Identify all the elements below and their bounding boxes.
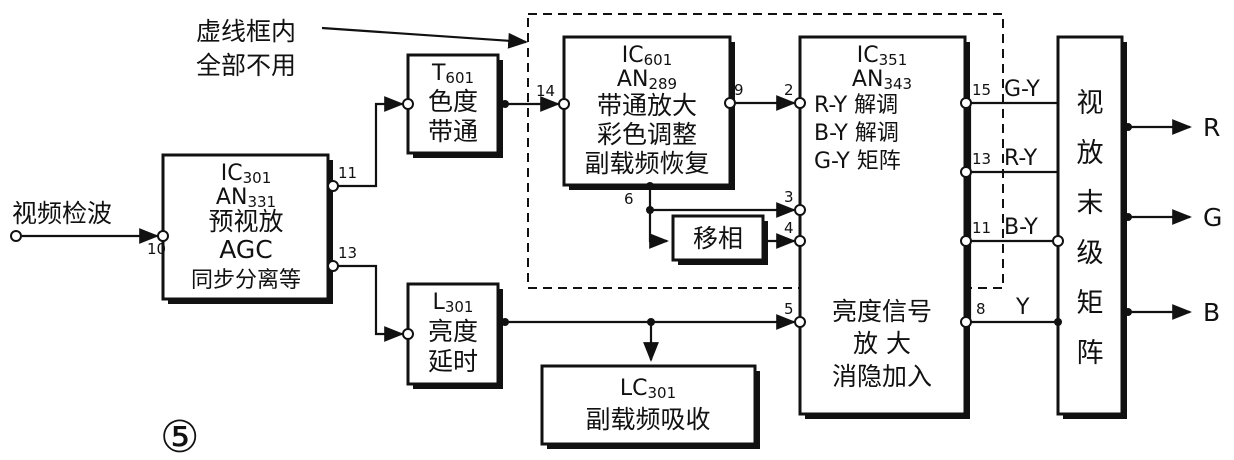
pin-ic601-6: 6 — [624, 190, 634, 208]
ic351-luma-1: 亮度信号 — [832, 297, 932, 326]
pin-ic351-3: 3 — [784, 188, 794, 206]
ic301-part: AN — [216, 185, 248, 210]
ic301-label: IC — [221, 161, 243, 186]
pin-ic351-4: 4 — [784, 219, 794, 237]
ic351-luma-3: 消隐加入 — [832, 362, 932, 391]
lc301-func: 副载频吸收 — [585, 405, 710, 434]
matrix-char-3: 末 — [1077, 188, 1104, 219]
svg-text:T601: T601 — [431, 61, 474, 87]
ic351-by-demod: B-Y 解调 — [814, 121, 899, 146]
svg-text:IC301: IC301 — [221, 161, 272, 187]
svg-text:AN289: AN289 — [617, 67, 677, 93]
ic301-func-3: 同步分离等 — [191, 268, 301, 293]
pin-markers — [10, 97, 1132, 340]
t601-block: T601 色度 带通 — [406, 53, 503, 158]
ic351-gy-matrix: G-Y 矩阵 — [814, 149, 901, 174]
svg-text:LC301: LC301 — [620, 376, 676, 402]
unused-note: 虚线框内 全部不用 — [196, 17, 528, 80]
video-output-matrix-block: 视 放 末 级 矩 阵 — [1056, 35, 1127, 419]
ic301-part-sub: 331 — [247, 193, 276, 211]
matrix-char-4: 级 — [1077, 238, 1104, 269]
matrix-char-5: 矩 — [1077, 288, 1104, 319]
l301-block: L301 亮度 延时 — [406, 282, 503, 389]
signal-y: Y — [1015, 295, 1030, 320]
ic301-label-sub: 301 — [243, 169, 272, 187]
signal-ry: R-Y — [1004, 146, 1038, 171]
pin-ic351-8: 8 — [976, 300, 986, 318]
ic351-luma-2: 放 大 — [853, 329, 911, 358]
ic601-part: AN — [617, 67, 649, 92]
pin-ic351-2: 2 — [784, 81, 794, 99]
ic601-func-2: 彩色调整 — [597, 120, 697, 149]
svg-text:IC601: IC601 — [622, 43, 673, 69]
svg-text:L301: L301 — [433, 290, 474, 316]
phase-shift-block: 移相 — [671, 214, 768, 265]
ic601-label: IC — [622, 43, 644, 68]
phase-shift-label: 移相 — [693, 224, 743, 253]
ic301-block: IC301 AN331 预视放 AGC 同步分离等 — [161, 153, 333, 304]
t601-label-sub: 601 — [445, 69, 474, 87]
signal-by: B-Y — [1004, 215, 1038, 240]
pin-ic351-11: 11 — [972, 219, 991, 237]
svg-text:IC351: IC351 — [857, 43, 908, 69]
pin-ic351-5: 5 — [784, 300, 794, 318]
ic601-func-1: 带通放大 — [597, 91, 697, 120]
svg-text:AN331: AN331 — [216, 185, 276, 211]
t601-func-2: 带通 — [428, 117, 478, 146]
ic351-part-sub: 343 — [883, 75, 912, 93]
ic601-func-3: 副载频恢复 — [584, 149, 709, 178]
pin-ic351-15: 15 — [972, 81, 991, 99]
lc301-block: LC301 副载频吸收 — [540, 364, 760, 449]
signal-labels: G-Y R-Y B-Y Y — [1004, 77, 1040, 320]
matrix-char-2: 放 — [1077, 138, 1104, 169]
ic351-block: IC351 AN343 R-Y 解调 B-Y 解调 G-Y 矩阵 亮度信号 放 … — [798, 35, 970, 419]
ic601-label-sub: 601 — [644, 51, 673, 69]
pin-numbers: 10 11 13 14 9 6 2 3 4 5 15 13 11 8 — [147, 81, 991, 318]
ic351-part: AN — [852, 67, 884, 92]
signal-gy: G-Y — [1004, 77, 1040, 102]
ic351-label-sub: 351 — [879, 51, 908, 69]
pin-ic301-11: 11 — [338, 164, 357, 182]
note-line-2: 全部不用 — [196, 51, 296, 80]
ic351-ry-demod: R-Y 解调 — [814, 93, 898, 118]
ic601-block: IC601 AN289 带通放大 彩色调整 副载频恢复 — [562, 35, 735, 190]
pin-ic301-10: 10 — [147, 240, 166, 258]
pin-ic601-14: 14 — [536, 82, 555, 100]
note-arrow — [321, 26, 528, 49]
input-label-video-detect: 视频检波 — [12, 199, 112, 228]
output-b: B — [1203, 298, 1220, 327]
l301-label: L — [433, 290, 446, 315]
ic301-func-1: 预视放 — [208, 207, 283, 236]
lc301-label-sub: 301 — [647, 384, 676, 402]
svg-text:AN343: AN343 — [852, 67, 912, 93]
ic601-part-sub: 289 — [648, 75, 677, 93]
output-g: G — [1203, 203, 1222, 232]
pin-ic601-9: 9 — [734, 81, 744, 99]
pin-ic351-13: 13 — [972, 150, 991, 168]
l301-label-sub: 301 — [445, 298, 474, 316]
output-r: R — [1203, 113, 1220, 142]
matrix-char-1: 视 — [1077, 88, 1104, 119]
pin-ic301-13: 13 — [338, 244, 357, 262]
matrix-char-6: 阵 — [1077, 338, 1104, 369]
note-line-1: 虚线框内 — [196, 17, 296, 46]
l301-func-2: 延时 — [428, 347, 478, 376]
t601-func-1: 色度 — [428, 87, 478, 116]
t601-label: T — [431, 61, 446, 86]
ic301-func-2: AGC — [219, 235, 273, 264]
lc301-label: LC — [620, 376, 648, 401]
l301-func-1: 亮度 — [428, 317, 478, 346]
figure-number: ⑤ — [160, 412, 199, 460]
ic351-label: IC — [857, 43, 879, 68]
